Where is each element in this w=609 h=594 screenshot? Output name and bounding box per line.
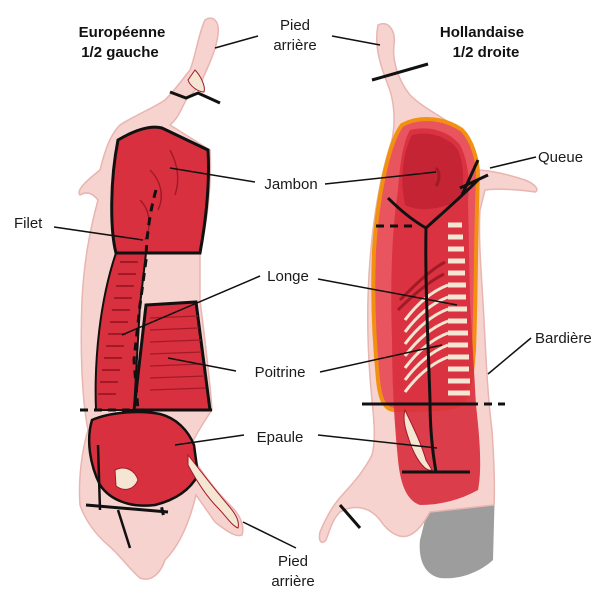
right-half-carcass-icon [319, 24, 536, 579]
label-poitrine: Poitrine [255, 364, 306, 381]
label-bardiere: Bardière [535, 330, 592, 347]
label-filet: Filet [14, 215, 43, 232]
label-pied-bottom-2: arrière [271, 573, 314, 590]
label-jambon: Jambon [264, 176, 317, 193]
label-longe: Longe [267, 268, 309, 285]
label-pied-top-1: Pied [280, 17, 310, 34]
leader-pied-bottom [243, 522, 296, 548]
left-poitrine-cut [134, 302, 210, 410]
label-pied-bottom-1: Pied [278, 553, 308, 570]
leader-pied-top-right [332, 36, 380, 45]
label-pied-top-2: arrière [273, 37, 316, 54]
right-title-line1: Hollandaise [440, 24, 524, 41]
left-title-line2: 1/2 gauche [81, 44, 159, 61]
label-epaule: Epaule [257, 429, 304, 446]
left-half-carcass-icon [79, 18, 243, 579]
left-epaule-cut [89, 412, 198, 506]
right-title-line2: 1/2 droite [453, 44, 520, 61]
left-title-line1: Européenne [79, 24, 166, 41]
leader-pied-top-left [215, 36, 258, 48]
leader-queue [490, 157, 536, 168]
leader-bardiere [488, 338, 531, 374]
label-queue: Queue [538, 149, 583, 166]
